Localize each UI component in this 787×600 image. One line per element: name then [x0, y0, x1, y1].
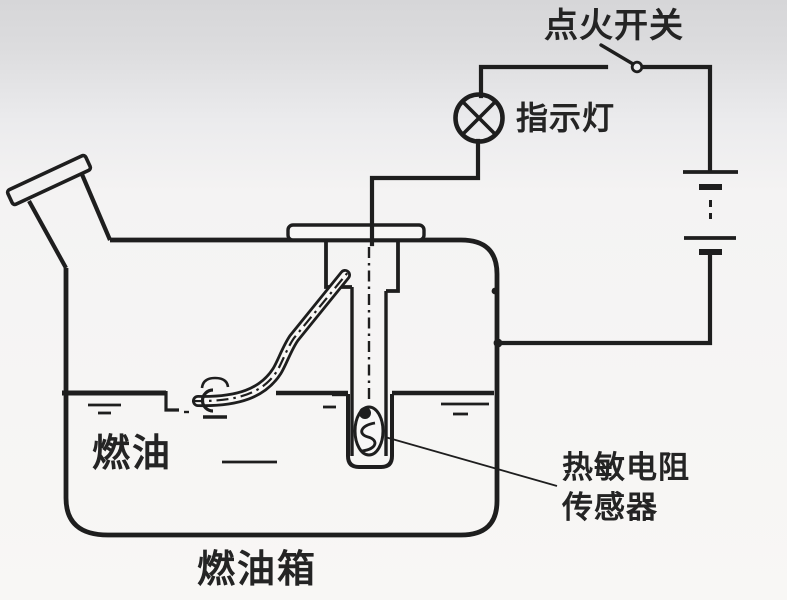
level-end-bracket — [164, 391, 179, 412]
housing-left-wall — [324, 242, 352, 289]
wire-lamp-to-sender — [369, 138, 481, 247]
sensor-cup — [346, 394, 394, 469]
thermistor-sensor-label: 热敏电阻 传感器 — [562, 449, 690, 528]
switch-lever — [599, 43, 635, 66]
fuel-label: 燃油 — [92, 431, 173, 475]
indicator-lamp-label: 指示灯 — [516, 99, 616, 137]
sensor-leader-line — [384, 436, 558, 487]
circuit-wiring — [369, 64, 713, 348]
wire-junction-dot — [493, 338, 503, 348]
wire-battery-to-tank — [497, 252, 713, 346]
filler-cap-flange — [5, 153, 93, 207]
ignition-switch-symbol — [599, 43, 644, 74]
filler-neck — [5, 153, 112, 270]
liquid-hatch-dashes — [88, 402, 489, 464]
fuel-tank-outline — [5, 153, 500, 538]
sensor-squiggle — [360, 421, 377, 453]
ignition-switch-label: 点火开关 — [544, 6, 684, 46]
sensor-bead — [359, 407, 371, 419]
tank-wall-dot — [491, 287, 499, 295]
holder-tab — [200, 376, 230, 389]
sender-unit — [286, 223, 426, 469]
fuel-level-line — [62, 390, 494, 464]
thermistor-sensor-label-line1: 热敏电阻 — [562, 450, 690, 486]
thermistor-sensor-symbol — [353, 247, 558, 487]
housing-right-wall — [386, 242, 400, 293]
arm-centerline — [191, 270, 350, 403]
holder-hook — [200, 388, 214, 413]
switch-pivot — [630, 60, 644, 74]
wire-lamp-to-switch — [478, 64, 609, 99]
battery-symbol — [683, 170, 738, 255]
indicator-lamp-symbol — [453, 92, 505, 144]
mounting-plate — [286, 223, 426, 242]
wire-switch-to-battery — [639, 64, 713, 174]
fuel-tank-label: 燃油箱 — [197, 547, 318, 591]
thermistor-sensor-label-line2: 传感器 — [562, 489, 658, 526]
pickup-arm — [164, 269, 351, 419]
